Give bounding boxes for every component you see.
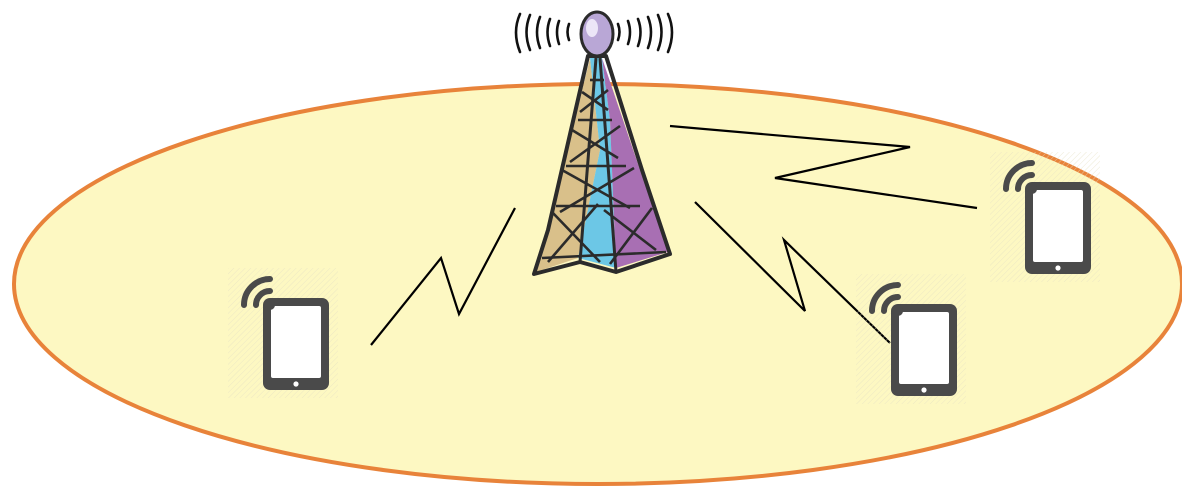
device-left [228, 268, 338, 398]
device-bottom-right [856, 274, 966, 404]
tablet-icon [263, 298, 329, 390]
tablet-icon [891, 304, 957, 396]
device-far-right [990, 152, 1100, 282]
tablet-icon [1025, 182, 1091, 274]
